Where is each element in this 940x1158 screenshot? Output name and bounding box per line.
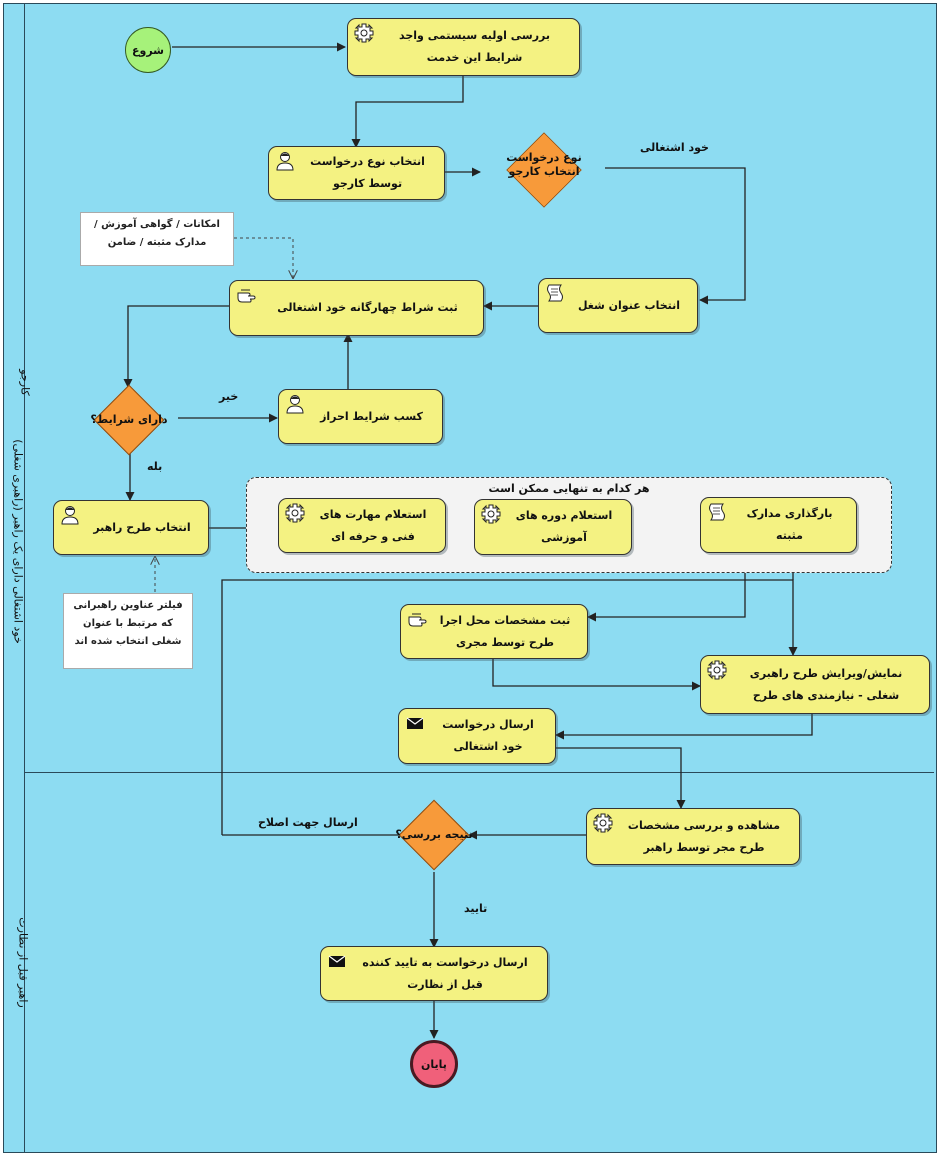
annotation-mentor-filter: فیلتر عناوین راهبرانی که مرتبط با عنوان … xyxy=(63,593,193,669)
hand-icon xyxy=(237,289,256,303)
task-initial-eligibility-check[interactable]: بررسی اولیه سیستمی واجد شرایط این خدمت xyxy=(347,18,580,76)
task-line: استعلام دوره های xyxy=(515,509,613,522)
envelope-icon xyxy=(328,955,346,967)
task-line: ارسال درخواست xyxy=(442,718,534,731)
gateway-has-conditions: دارای شرایط؟ xyxy=(90,384,168,456)
task-select-request-type[interactable]: انتخاب نوع درخواست توسط کارجو xyxy=(268,146,445,200)
gateway-line: دارای شرایط؟ xyxy=(90,413,168,426)
user-icon xyxy=(61,506,79,525)
flow-t1-t2 xyxy=(351,76,464,148)
task-line: انتخاب عنوان شغل xyxy=(577,298,681,312)
flow-t9-t10 xyxy=(587,553,746,622)
note-line: که مرتبط با عنوان xyxy=(83,618,173,629)
task-view-edit-plan[interactable]: نمایش/ویرایش طرح راهبری شغلی - نیازمندی ه… xyxy=(700,655,930,714)
flow-g1-t3 xyxy=(605,167,746,305)
flow-label-yes: بله xyxy=(147,460,163,473)
note-line: مدارک مثبته / ضامن xyxy=(107,237,207,248)
end-event: پایان xyxy=(410,1040,458,1088)
script-icon xyxy=(709,503,725,521)
gateway-line: نتیجه بررسی؟ xyxy=(395,828,473,841)
flow-label-send-for-correction: ارسال جهت اصلاح xyxy=(258,816,358,829)
task-line: آموزشی xyxy=(541,531,587,544)
task-line: بارگذاری مدارک xyxy=(746,507,833,520)
flow-t12-t13 xyxy=(556,747,686,809)
flow-t10-t11 xyxy=(492,658,701,691)
note-line: امکانات / گواهی آموزش / xyxy=(94,219,220,230)
task-line: مشاهده و بررسی مشخصات xyxy=(627,818,781,832)
task-line: استعلام مهارت های xyxy=(319,507,427,521)
gear-icon xyxy=(481,504,501,524)
start-event: شروع xyxy=(125,27,171,73)
group-title: هر کدام به تنهایی ممکن است xyxy=(488,482,650,495)
flow-label-no: خیر xyxy=(219,390,239,403)
gateway-line: نوع درخواست xyxy=(506,151,582,164)
task-line: ثبت مشخصات محل اجرا xyxy=(439,613,571,627)
task-line: ثبت شراط چهارگانه خود اشتغالی xyxy=(277,301,458,314)
task-send-request[interactable]: ارسال درخواست خود اشتغالی xyxy=(398,708,556,764)
task-inquiry-technical-skills[interactable]: استعلام مهارت های فنی و حرفه ای xyxy=(278,498,446,553)
gear-icon xyxy=(285,503,305,523)
gear-icon xyxy=(593,813,613,833)
annotation-required-documents: امکانات / گواهی آموزش / مدارک مثبته / ضا… xyxy=(80,212,234,266)
task-line: کسب شرایط احراز xyxy=(320,409,423,423)
task-send-to-approver[interactable]: ارسال درخواست به تایید کننده قبل از نظارت xyxy=(320,946,548,1001)
task-register-four-conditions[interactable]: ثبت شراط چهارگانه خود اشتغالی xyxy=(229,280,484,336)
gear-icon xyxy=(707,660,727,680)
task-line: انتخاب نوع درخواست xyxy=(310,155,425,168)
task-line: انتخاب طرح راهبر xyxy=(93,520,191,534)
task-select-mentor-plan[interactable]: انتخاب طرح راهبر xyxy=(53,500,209,555)
task-line: طرح توسط مجری xyxy=(455,635,555,649)
task-line: فنی و حرفه ای xyxy=(331,529,415,543)
task-register-location[interactable]: ثبت مشخصات محل اجرا طرح توسط مجری xyxy=(400,604,588,659)
script-icon xyxy=(547,284,563,302)
lane-header-column xyxy=(24,3,25,1153)
task-upload-documents[interactable]: بارگذاری مدارک مثبته xyxy=(700,497,857,553)
gear-icon xyxy=(354,23,374,43)
gateway-line: انتخاب کارجو xyxy=(508,165,580,178)
task-line: شغلی - نیازمندی های طرح xyxy=(752,688,900,702)
task-line: نمایش/ویرایش طرح راهبری xyxy=(749,666,903,680)
flow-t4-g2 xyxy=(123,305,231,388)
user-icon xyxy=(276,152,294,171)
task-acquire-qualifications[interactable]: کسب شرایط احراز xyxy=(278,389,443,444)
note-line: فیلتر عناوین راهبرانی xyxy=(73,600,183,611)
user-icon xyxy=(286,395,304,414)
hand-icon xyxy=(408,613,427,627)
task-line: شرایط این خدمت xyxy=(426,51,523,64)
gateway-review-result: نتیجه بررسی؟ xyxy=(395,799,473,871)
lane-separator xyxy=(24,772,934,773)
task-review-plan[interactable]: مشاهده و بررسی مشخصات طرح مجر توسط راهبر xyxy=(586,808,800,865)
association-n1 xyxy=(234,237,293,278)
task-line: طرح مجر توسط راهبر xyxy=(643,840,765,854)
task-line: قبل از نظارت xyxy=(407,977,483,991)
task-line: توسط کارجو xyxy=(332,177,403,190)
flow-loop-t11 xyxy=(221,579,798,835)
task-line: مثبته xyxy=(776,529,803,542)
task-select-job-title[interactable]: انتخاب عنوان شغل xyxy=(538,278,698,333)
task-inquiry-training-courses[interactable]: استعلام دوره های آموزشی xyxy=(474,499,632,555)
flow-t11-t12 xyxy=(555,714,813,740)
task-line: ارسال درخواست به تایید کننده xyxy=(362,955,528,969)
flow-label-self-employment: خود اشتغالی xyxy=(640,141,709,154)
task-line: خود اشتغالی xyxy=(453,740,523,753)
flow-label-approve: تایید xyxy=(464,902,488,915)
task-line: بررسی اولیه سیستمی واجد xyxy=(398,29,551,42)
note-line: شغلی انتخاب شده اند xyxy=(74,636,182,647)
envelope-icon xyxy=(406,717,424,729)
